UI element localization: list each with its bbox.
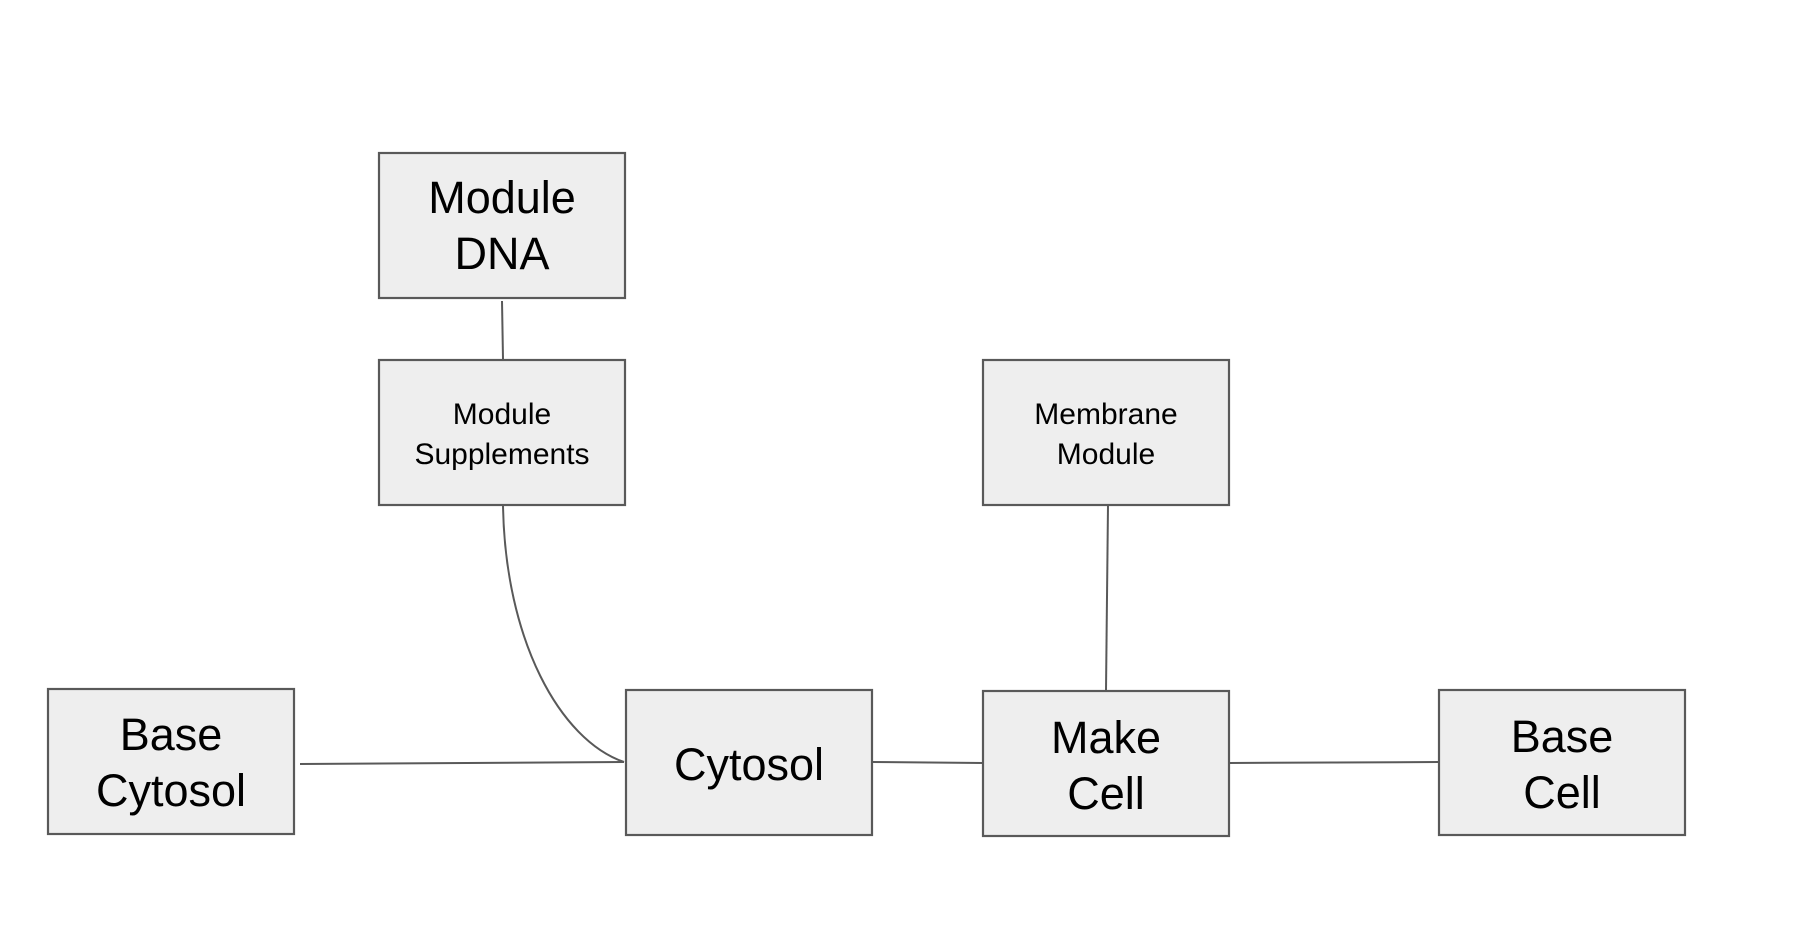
node-make-cell-line1: Make (1051, 712, 1161, 763)
node-base-cell[interactable]: Base Cell (1437, 688, 1687, 837)
node-module-supplements[interactable]: Module Supplements (377, 358, 627, 507)
edge-module-supplements-to-cytosol (502, 504, 625, 763)
edge-make-cell-to-base-cell (1228, 761, 1440, 764)
node-module-supplements-line2: Supplements (414, 438, 589, 471)
node-module-dna-line2: DNA (454, 228, 549, 279)
node-base-cytosol-line2: Cytosol (96, 765, 246, 816)
node-base-cell-line2: Cell (1523, 767, 1601, 818)
edge-base-cytosol-to-cytosol (299, 761, 625, 765)
node-module-supplements-line1: Module (453, 398, 551, 431)
node-make-cell[interactable]: Make Cell (981, 689, 1231, 838)
node-membrane-module[interactable]: Membrane Module (981, 358, 1231, 507)
node-make-cell-line2: Cell (1067, 768, 1145, 819)
node-cytosol[interactable]: Cytosol (624, 688, 874, 837)
edge-cytosol-to-make-cell (871, 761, 984, 764)
node-base-cytosol[interactable]: Base Cytosol (46, 687, 296, 836)
node-membrane-module-line1: Membrane (1034, 398, 1177, 431)
edge-module-dna-to-module-supplements (501, 300, 504, 360)
node-cytosol-line1: Cytosol (674, 739, 824, 790)
node-membrane-module-line2: Module (1057, 438, 1155, 471)
edge-membrane-module-to-make-cell (1105, 504, 1109, 691)
edges (299, 300, 1440, 765)
node-module-dna[interactable]: Module DNA (377, 151, 627, 300)
node-base-cell-line1: Base (1511, 711, 1614, 762)
node-base-cytosol-line1: Base (120, 709, 223, 760)
node-module-dna-line1: Module (428, 172, 576, 223)
